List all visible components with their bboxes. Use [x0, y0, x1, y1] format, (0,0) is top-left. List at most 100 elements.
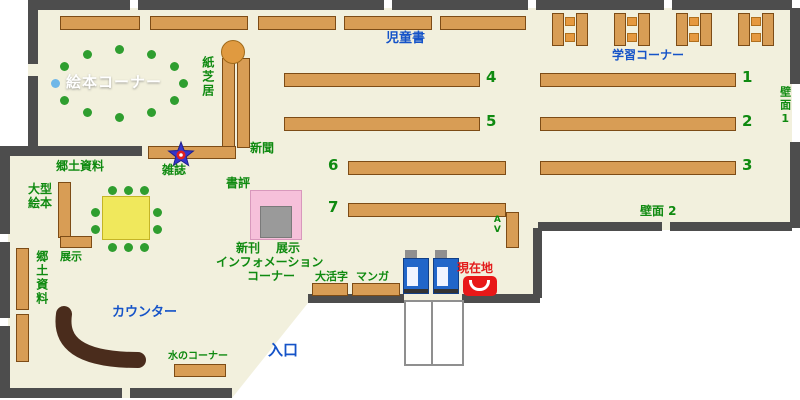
label-display-side: 展示 [60, 250, 82, 263]
chair-dot [108, 186, 117, 195]
bookshelf-row-7 [348, 203, 506, 217]
study-chair [627, 33, 637, 42]
wall-segment [28, 76, 38, 150]
chair-dot [124, 186, 133, 195]
wall-segment [130, 388, 232, 398]
study-desk [576, 13, 588, 46]
label-display: 展示 [276, 241, 301, 255]
chair-dot [91, 225, 100, 234]
chair-dot [60, 62, 69, 71]
chair-dot [51, 79, 60, 88]
large-print-shelf [312, 283, 348, 296]
vending-machine-icon [403, 258, 429, 294]
bookshelf-row-2 [540, 117, 736, 131]
label-local-materials-side: 郷土資料 [34, 250, 49, 306]
wall-segment [28, 146, 142, 156]
kamishibai-shelf [222, 58, 235, 148]
bookshelf [258, 16, 336, 30]
label-wall-face-2: 壁面 2 [640, 204, 677, 218]
label-childrens-books: 児童書 [386, 31, 426, 46]
chair-dot [91, 208, 100, 217]
large-picture-book-shelf [58, 182, 71, 238]
study-chair [751, 17, 761, 26]
chair-dot [147, 50, 156, 59]
machine-top-box [405, 250, 417, 258]
kamishibai-shelf [237, 58, 250, 148]
chair-dot [124, 243, 133, 252]
display-shelf [60, 236, 92, 248]
machine-panel [407, 267, 418, 286]
chair-dot [83, 108, 92, 117]
bookshelf-row-3 [540, 161, 736, 175]
bookshelf [344, 16, 432, 30]
label-counter: カウンター [112, 305, 178, 320]
round-table [221, 40, 245, 64]
label-kamishibai: 紙芝居 [200, 56, 215, 98]
bookshelf-row-1 [540, 73, 736, 87]
bookshelf-row-6 [348, 161, 506, 175]
label-water-corner: 水のコーナー [168, 351, 228, 362]
chair-dot [140, 243, 149, 252]
machine-top-box [435, 250, 447, 258]
bookshelf [150, 16, 248, 30]
wall-segment [790, 8, 800, 84]
chair-dot [153, 225, 162, 234]
wall-segment [670, 222, 792, 231]
study-desk [700, 13, 712, 46]
label-entrance: 入口 [268, 341, 299, 359]
label-information-2: コーナー [247, 269, 296, 283]
wall-segment [0, 146, 34, 156]
study-chair [565, 33, 575, 42]
label-magazines: 雑誌 [162, 163, 187, 177]
manga-shelf [352, 283, 400, 296]
chair-dot [179, 79, 188, 88]
wall-segment [0, 326, 10, 390]
bookshelf-row-5 [284, 117, 480, 131]
local-materials-shelf [16, 248, 29, 310]
label-study-corner: 学習コーナー [612, 48, 685, 62]
label-newspaper: 新聞 [250, 141, 275, 155]
chair-dot [170, 62, 179, 71]
wall-segment [536, 0, 664, 10]
wall-segment [252, 0, 384, 10]
wall-segment [533, 228, 542, 298]
machine-panel [437, 267, 448, 286]
water-corner-shelf [174, 364, 226, 377]
floor-picture-book-room [28, 8, 252, 150]
label-wall-face-1: 壁面1 [778, 86, 792, 127]
chair-dot [115, 113, 124, 122]
label-large-print: 大活字 [315, 270, 348, 283]
av-shelf [506, 212, 519, 248]
wall-segment [0, 146, 10, 234]
magazine-shelf [148, 146, 236, 159]
wall-segment [0, 242, 10, 318]
label-new-books: 新刊 [236, 241, 261, 255]
study-desk [614, 13, 626, 46]
study-desk [676, 13, 688, 46]
shelf-number-7: 7 [328, 198, 339, 216]
shelf-number-6: 6 [328, 156, 339, 174]
study-chair [689, 17, 699, 26]
study-desk [762, 13, 774, 46]
chair-dot [140, 186, 149, 195]
label-current-location: 現在地 [457, 261, 494, 275]
wall-segment [790, 142, 800, 228]
wall-segment [462, 294, 540, 303]
stairs-icon [404, 300, 464, 366]
wall-segment [0, 388, 122, 398]
reading-table [102, 196, 150, 240]
chair-dot [170, 96, 179, 105]
shelf-number-2: 2 [742, 112, 753, 130]
wall-segment [138, 0, 252, 10]
label-manga: マンガ [356, 270, 389, 283]
bookshelf [60, 16, 140, 30]
chair-dot [83, 50, 92, 59]
local-materials-shelf [16, 314, 29, 362]
label-large-picture-books-1: 大型 [28, 182, 53, 196]
chair-dot [108, 243, 117, 252]
machine-base [434, 289, 458, 293]
study-desk [552, 13, 564, 46]
current-location-icon [463, 276, 497, 296]
label-book-review: 書評 [226, 176, 251, 190]
